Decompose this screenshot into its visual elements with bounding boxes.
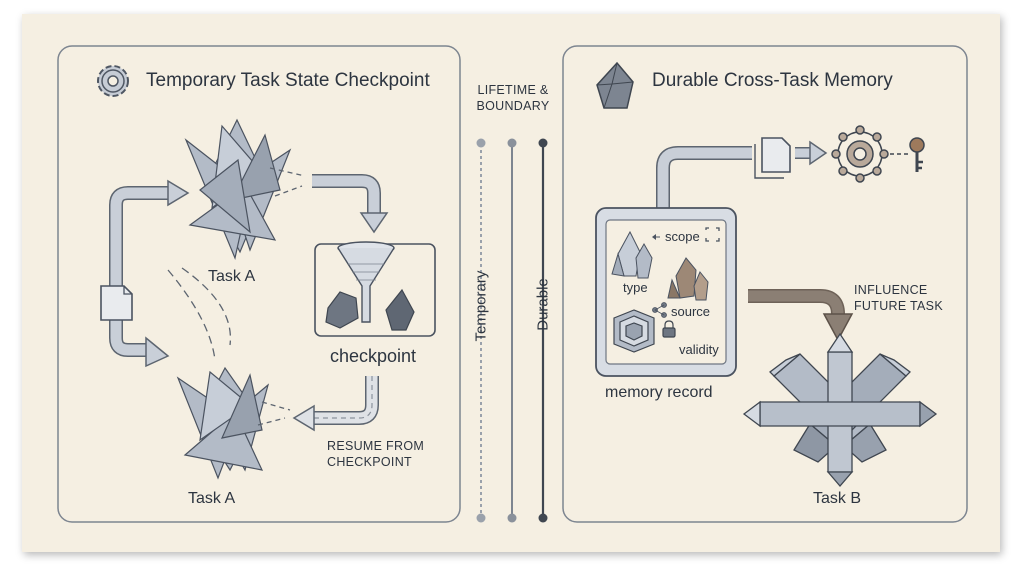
right-panel [562,45,968,523]
field-type: type [623,280,648,295]
field-scope: scope [665,229,700,244]
task-b-crystal [742,332,938,487]
task-a-top-crystal [184,118,292,260]
durable-label: Durable [534,278,552,331]
lifetime-boundary-header: LIFETIME & BOUNDARY [476,83,550,113]
left-panel-title: Temporary Task State Checkpoint [146,70,430,91]
scope-icon [705,227,720,242]
key-icon [909,137,925,172]
share-icon [652,302,667,318]
document-icon [100,285,133,321]
left-panel [57,45,461,523]
lifetime-lines [476,138,548,523]
network-node-icon [831,125,889,183]
box-icon [613,309,655,353]
record-crystal-icon [611,230,653,279]
file-icon [754,137,791,179]
field-source: source [671,304,711,319]
lock-icon [662,320,676,338]
influence-label: INFLUENCE FUTURE TASK [854,283,943,313]
task-a-bottom-label: Task A [188,490,236,507]
checkpoint-label: checkpoint [330,346,417,366]
memory-record-label: memory record [605,384,713,401]
dashed-link [167,269,216,361]
right-panel-title: Durable Cross-Task Memory [652,70,893,91]
gem-icon [596,61,634,109]
funnel-icon [337,241,395,323]
field-validity: validity [679,342,719,357]
gear-icon [97,65,129,97]
record-brown-crystal-icon [667,257,709,301]
task-a-bottom-crystal [176,366,270,480]
task-b-label: Task B [813,490,862,507]
task-a-top-label: Task A [208,268,256,285]
loop-arrow-up [109,186,170,290]
checkpoint-stones [325,288,415,331]
record-up-arrow [656,146,752,208]
resume-arrow [312,376,379,425]
temporary-label: Temporary [472,270,490,342]
resume-label: RESUME FROM CHECKPOINT [327,439,425,469]
